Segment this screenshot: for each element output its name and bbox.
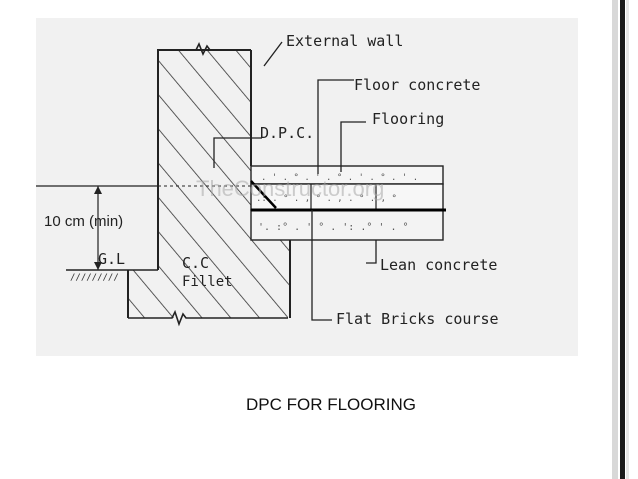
external-wall-label: External wall (286, 32, 403, 50)
cc-label: C.C (182, 254, 209, 272)
cc-fillet-line (250, 180, 277, 209)
diagram-drawing: ///////// . ' . ° . ' . ° . ' . ° . ' . … (36, 32, 499, 328)
floor-concrete-label: Floor concrete (354, 76, 480, 94)
svg-text://///////: ///////// (70, 273, 119, 283)
watermark-text: TheConstructor.org (196, 176, 384, 201)
slide-edge-decoration (598, 0, 638, 479)
flooring-label: Flooring (372, 110, 444, 128)
height-dimension (36, 185, 251, 270)
flat-bricks-label: Flat Bricks course (336, 310, 499, 328)
svg-text:'. :° . ' ° . ': .° ' . °: '. :° . ' ° . ': .° ' . ° (258, 222, 409, 233)
lean-concrete-layer: '. :° . ' ° . ': .° ' . ° (250, 209, 444, 241)
edge-stripe-dark (620, 0, 625, 479)
ground-level-label: G.L (98, 250, 125, 268)
leader-lines (213, 41, 377, 321)
svg-text:. ' . ° . ' . ° . ' . ° . ' .: . ' . ° . ' . ° . ' . ° . ' . (261, 173, 418, 183)
lean-concrete-label: Lean concrete (380, 256, 497, 274)
external-wall (127, 42, 291, 327)
fillet-label: Fillet (182, 274, 233, 290)
edge-stripe-pale (626, 0, 629, 479)
dpc-label: D.P.C. (260, 124, 314, 142)
svg-text:.: . ° . , ° . , . ° . , °: .: . ° . , ° . , . ° . , ° (256, 194, 397, 204)
ground-line: ///////// (66, 269, 158, 283)
height-label: 10 cm (min) (44, 213, 123, 230)
edge-stripe-light (612, 0, 618, 479)
slide-caption: DPC FOR FLOORING (246, 395, 417, 414)
dpc-flooring-diagram: ///////// . ' . ° . ' . ° . ' . ° . ' . … (36, 18, 578, 356)
